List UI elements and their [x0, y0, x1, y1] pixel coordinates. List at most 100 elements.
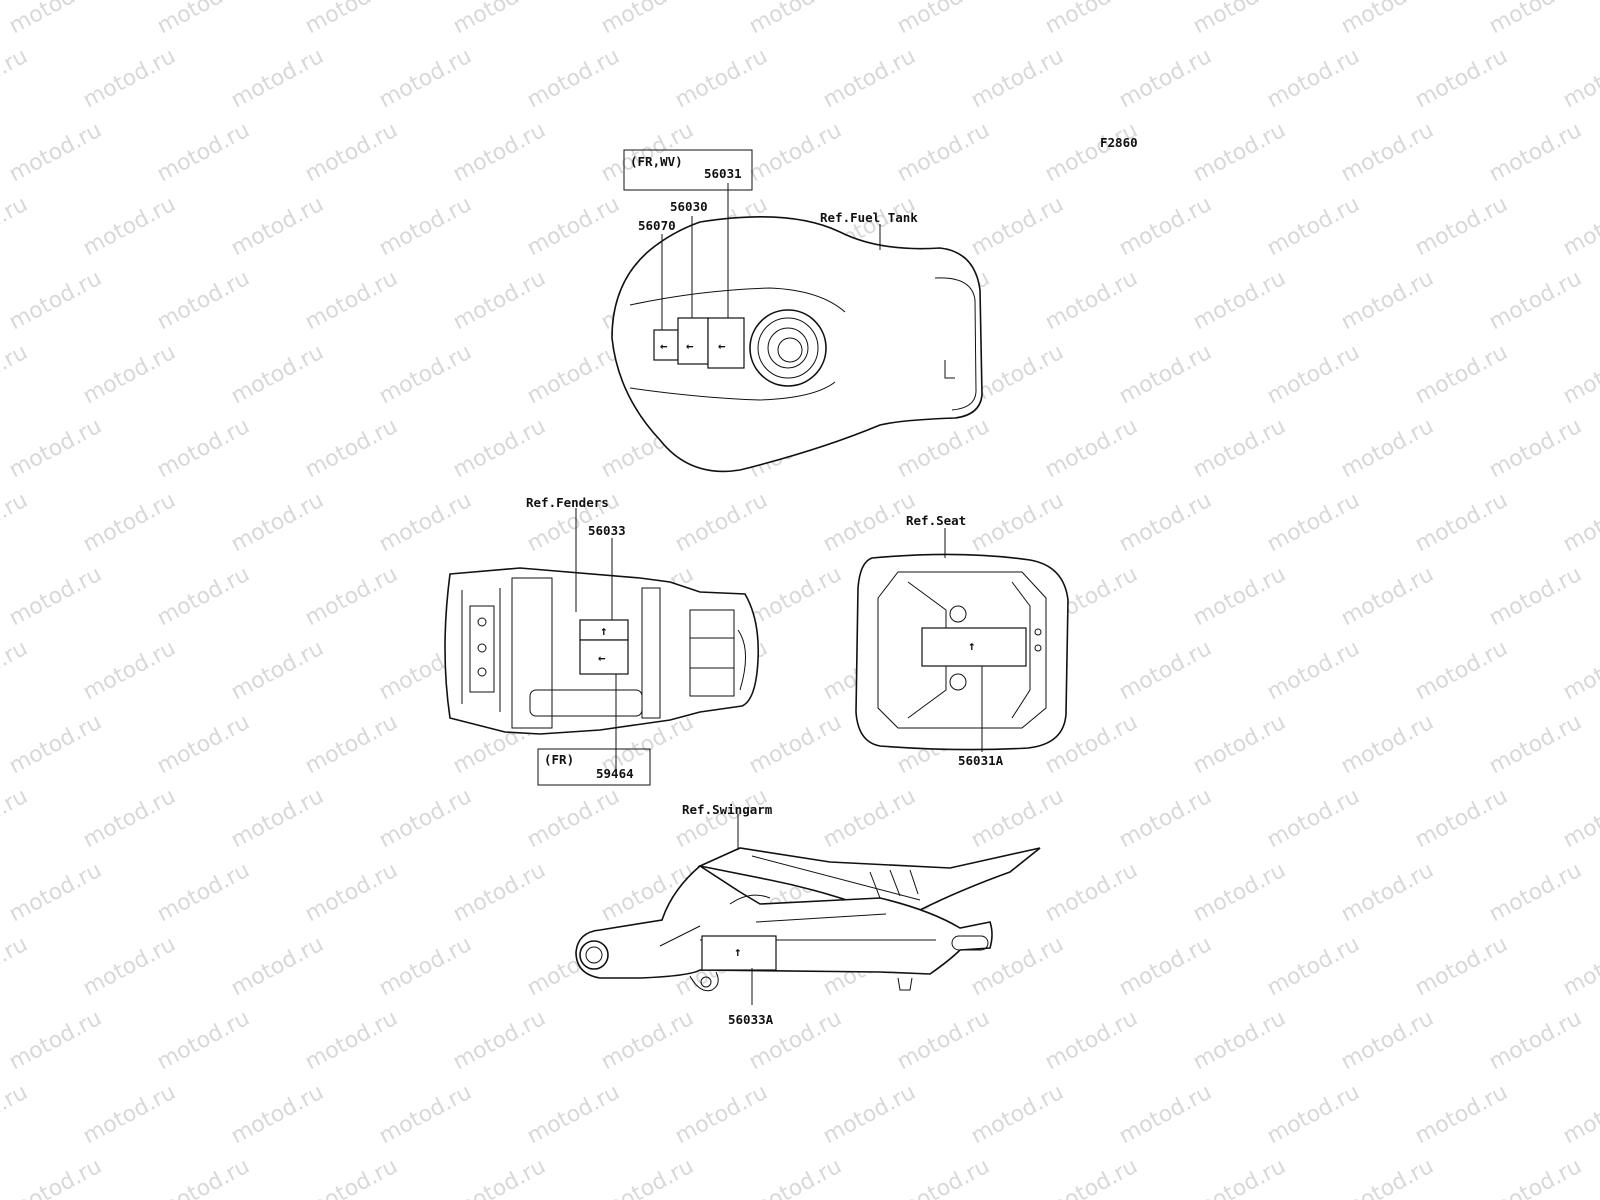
watermark-text: motod.ru: [5, 118, 106, 187]
watermark-text: motod.ru: [1411, 636, 1512, 705]
watermark-text: motod.ru: [1337, 118, 1438, 187]
watermark-text: motod.ru: [819, 1080, 920, 1149]
watermark-text: motod.ru: [1115, 192, 1216, 261]
watermark-text: motod.ru: [893, 414, 994, 483]
svg-text:←: ←: [660, 338, 668, 353]
watermark-text: motod.ru: [1485, 0, 1586, 39]
watermark-text: motod.ru: [1263, 636, 1364, 705]
watermark-text: motod.ru: [1559, 636, 1600, 705]
watermark-text: motod.ru: [1263, 784, 1364, 853]
variant-box-fr: [537, 748, 651, 786]
watermark-text: motod.ru: [1115, 636, 1216, 705]
watermark-text: motod.ru: [0, 44, 32, 113]
watermark-text: motod.ru: [1189, 1006, 1290, 1075]
watermark-text: motod.ru: [1411, 488, 1512, 557]
watermark-text: motod.ru: [227, 488, 328, 557]
watermark-text: motod.ru: [5, 710, 106, 779]
variant-box-fr-wv: [623, 149, 753, 191]
watermark-text: motod.ru: [1115, 44, 1216, 113]
watermark-text: motod.ru: [967, 44, 1068, 113]
watermark-text: motod.ru: [1189, 0, 1290, 39]
watermark-text: motod.ru: [153, 562, 254, 631]
watermark-text: motod.ru: [153, 1006, 254, 1075]
watermark-text: motod.ru: [893, 0, 994, 39]
watermark-text: motod.ru: [1559, 1080, 1600, 1149]
seat-inner-tray: [877, 571, 1047, 729]
watermark-text: motod.ru: [1337, 562, 1438, 631]
watermark-text: motod.ru: [227, 340, 328, 409]
watermark-text: motod.ru: [0, 488, 32, 557]
svg-text:↑: ↑: [734, 944, 742, 959]
watermark-text: motod.ru: [819, 44, 920, 113]
tank-variant-label: (FR,WV): [630, 154, 683, 169]
watermark-text: motod.ru: [1411, 932, 1512, 1001]
watermark-text: motod.ru: [1189, 266, 1290, 335]
decal-59464: [579, 639, 629, 675]
watermark-text: motod.ru: [1559, 932, 1600, 1001]
watermark-text: motod.ru: [967, 192, 1068, 261]
watermark-text: motod.ru: [1559, 488, 1600, 557]
fuel-tank-group: ← ← ← (FR,WV) 56031 56030 56070 Ref.Fuel…: [611, 149, 983, 473]
fenders-variant-label: (FR): [544, 752, 574, 767]
swingarm-body: [575, 865, 993, 979]
watermark-text: motod.ru: [0, 192, 32, 261]
watermark-text: motod.ru: [0, 932, 32, 1001]
watermark-text: motod.ru: [893, 1006, 994, 1075]
watermark-text: motod.ru: [449, 414, 550, 483]
watermark-text: motod.ru: [745, 562, 846, 631]
watermark-text: motod.ru: [301, 710, 402, 779]
watermark-text: motod.ru: [1337, 414, 1438, 483]
watermark-text: motod.ru: [1411, 784, 1512, 853]
ref-swingarm-label: Ref.Swingarm: [682, 802, 773, 817]
tank-tail-hook: [944, 360, 955, 379]
watermark-text: motod.ru: [1189, 858, 1290, 927]
watermark-text: motod.ru: [1337, 1154, 1438, 1200]
watermark-text: motod.ru: [227, 784, 328, 853]
watermark-text: motod.ru: [375, 44, 476, 113]
watermark-text: motod.ru: [1041, 1154, 1142, 1200]
watermark-text: motod.ru: [1337, 858, 1438, 927]
watermark-text: motod.ru: [5, 858, 106, 927]
watermark-text: motod.ru: [1559, 44, 1600, 113]
watermark-text: motod.ru: [1485, 266, 1586, 335]
watermark-text: motod.ru: [0, 636, 32, 705]
decal-56070: [653, 329, 679, 361]
watermark-text: motod.ru: [0, 784, 32, 853]
watermark-text: motod.ru: [375, 488, 476, 557]
watermark-text: motod.ru: [967, 488, 1068, 557]
watermark-text: motod.ru: [819, 784, 920, 853]
watermark-text: motod.ru: [1189, 710, 1290, 779]
swingarm-pivot: [579, 940, 609, 970]
watermark-text: motod.ru: [153, 118, 254, 187]
watermark-text: motod.ru: [1115, 784, 1216, 853]
part-59464-label: 59464: [596, 766, 634, 781]
watermark-text: motod.ru: [301, 1154, 402, 1200]
watermark-text: motod.ru: [523, 44, 624, 113]
svg-text:←: ←: [598, 650, 606, 665]
fuel-cap: [749, 309, 827, 387]
watermark-text: motod.ru: [1041, 414, 1142, 483]
watermark-text: motod.ru: [745, 710, 846, 779]
part-56033-label: 56033: [588, 523, 626, 538]
watermark-text: motod.ru: [1485, 1006, 1586, 1075]
watermark-text: motod.ru: [671, 1080, 772, 1149]
tank-crease-bottom: [629, 381, 836, 401]
ref-fenders-label: Ref.Fenders: [526, 495, 609, 510]
watermark-text: motod.ru: [745, 118, 846, 187]
watermark-text: motod.ru: [5, 1006, 106, 1075]
watermark-text: motod.ru: [79, 784, 180, 853]
watermark-text: motod.ru: [0, 340, 32, 409]
watermark-text: motod.ru: [1411, 44, 1512, 113]
watermark-text: motod.ru: [449, 1154, 550, 1200]
watermark-text: motod.ru: [227, 192, 328, 261]
decal-56033A: [701, 935, 777, 971]
watermark-text: motod.ru: [1485, 118, 1586, 187]
watermark-text: motod.ru: [227, 44, 328, 113]
watermark-text: motod.ru: [79, 1080, 180, 1149]
watermark-text: motod.ru: [1041, 118, 1142, 187]
watermark-text: motod.ru: [1559, 784, 1600, 853]
watermark-text: motod.ru: [449, 858, 550, 927]
decal-56031: [707, 317, 745, 369]
watermark-text: motod.ru: [893, 1154, 994, 1200]
